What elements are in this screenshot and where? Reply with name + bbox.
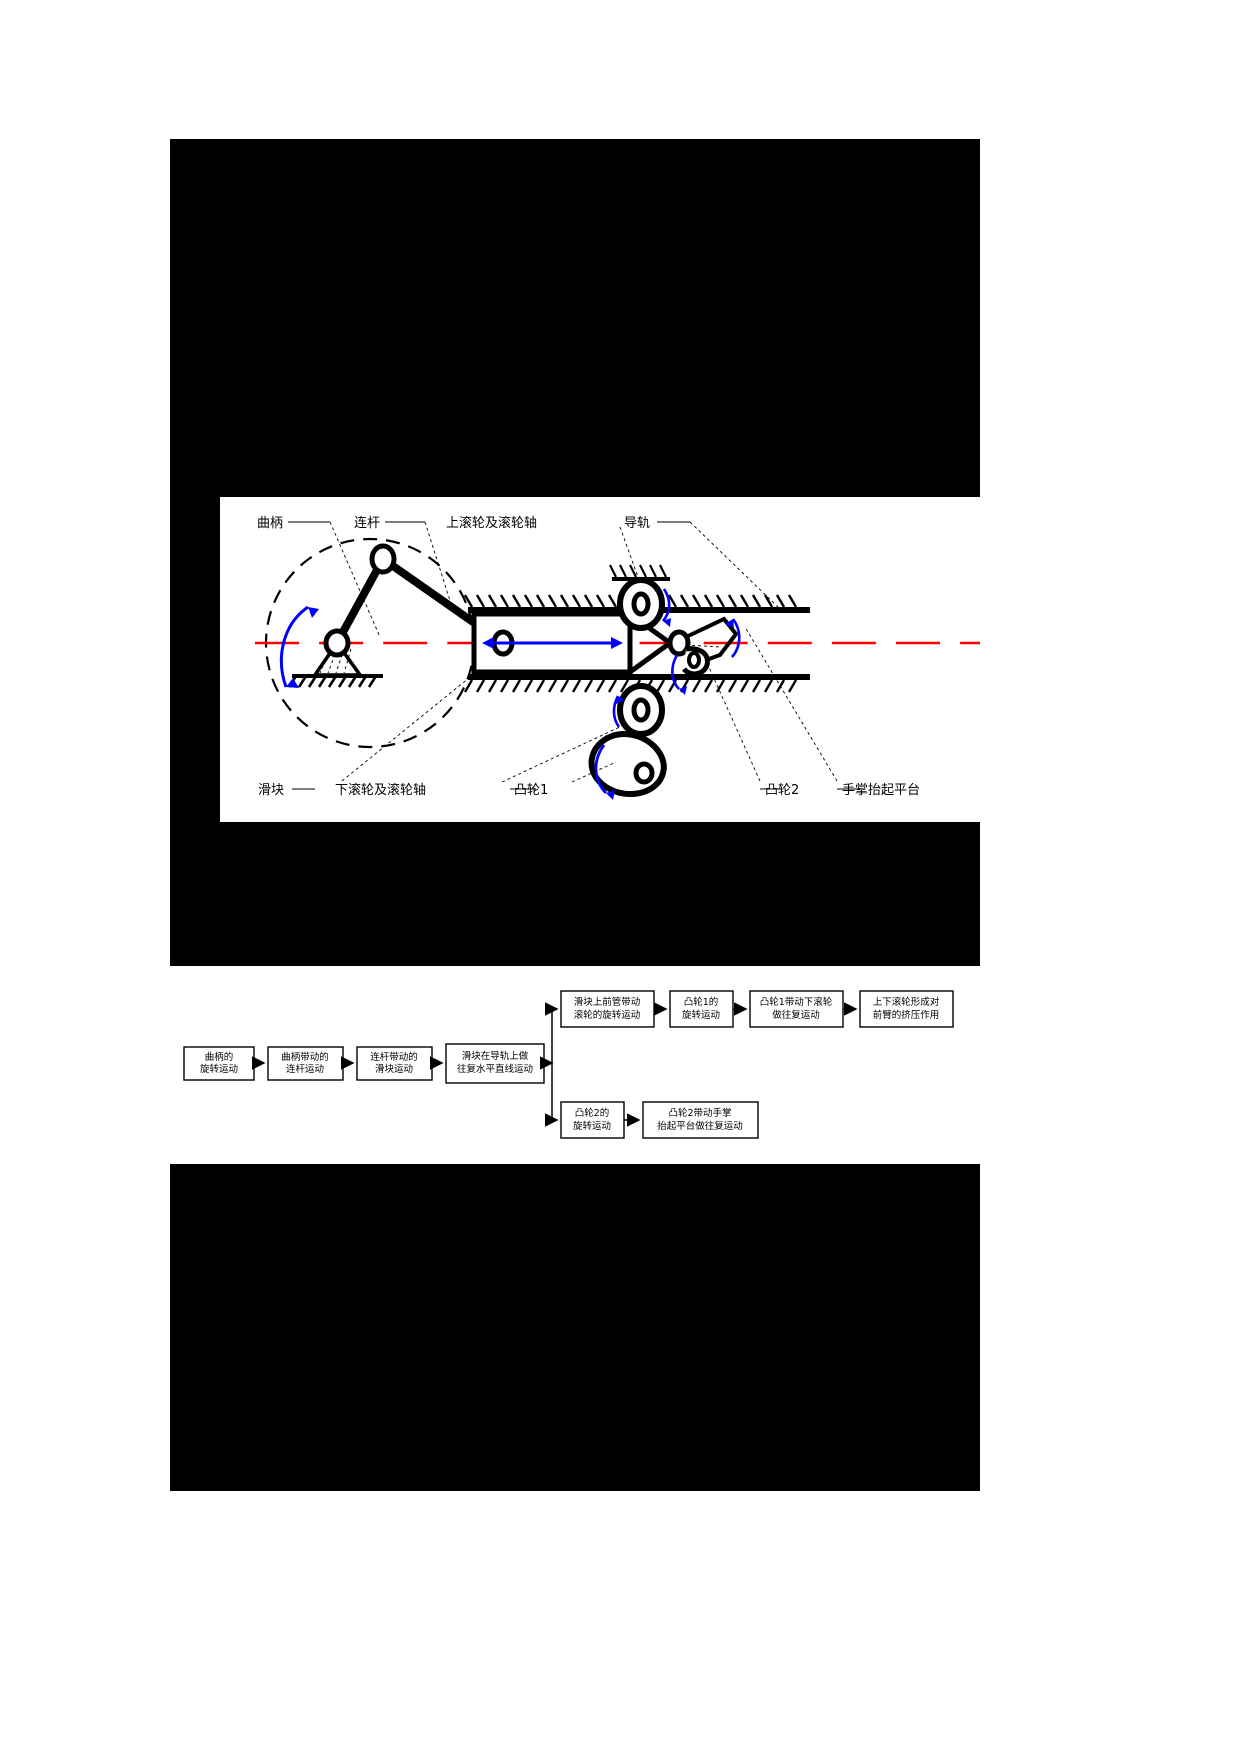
flow-node-n3: 连杆带动的 滑块运动: [356, 1046, 433, 1081]
label-upper-roller-and-shaft: 上滚轮及滚轮轴: [446, 515, 537, 531]
cam1: [588, 731, 667, 800]
flow-node-n2-line1: 曲柄带动的: [281, 1051, 329, 1063]
label-lower-roller-and-shaft: 下滚轮及滚轮轴: [335, 782, 426, 798]
flow-node-n3-line1: 连杆带动的: [370, 1051, 418, 1063]
flow-edge-n4-n5: [545, 1002, 559, 1063]
flow-node-n8: 上下滚轮形成对 前臂的挤压作用: [859, 990, 954, 1028]
flow-node-n1-line2: 旋转运动: [200, 1063, 238, 1075]
flow-node-n9-line1: 凸轮2的: [575, 1107, 610, 1119]
cam1-rotation-arrow: [594, 744, 615, 800]
flow-node-n5: 滑块上前管带动 滚轮的旋转运动: [560, 990, 655, 1028]
flow-node-n10: 凸轮2带动手掌 抬起平台做往复运动: [642, 1101, 759, 1139]
flow-edge-n4-n9: [545, 1063, 559, 1127]
crank-arm: [333, 557, 387, 645]
palm-platform-motion-arrow: [671, 654, 687, 695]
label-slider: 滑块: [258, 783, 284, 798]
cam2-shaft: [687, 651, 701, 669]
flow-node-n6-line2: 旋转运动: [682, 1009, 720, 1021]
label-cam2: 凸轮2: [765, 783, 799, 798]
flow-node-n7-line2: 做往复运动: [772, 1009, 820, 1021]
crank-pivot-joint: [323, 628, 351, 658]
crank-pin-joint: [369, 543, 397, 575]
flow-node-n1: 曲柄的 旋转运动: [183, 1046, 255, 1081]
flow-node-n2: 曲柄带动的 连杆运动: [267, 1046, 344, 1081]
leader-lines: [288, 521, 860, 790]
upper-roller-assembly: [609, 564, 671, 631]
label-palm-lift-platform: 手掌抬起平台: [842, 783, 920, 798]
flow-node-n3-line2: 滑块运动: [375, 1063, 413, 1075]
label-connecting-rod: 连杆: [354, 515, 380, 531]
crank-ground-support: [287, 639, 383, 688]
label-crank: 曲柄: [257, 516, 283, 531]
palm-lift-platform: [685, 616, 739, 665]
slider-motion-arrow: [482, 637, 623, 649]
flow-node-n9: 凸轮2的 旋转运动: [560, 1101, 625, 1139]
crank-rotation-arrow: [279, 605, 319, 688]
flow-node-n4-line2: 往复水平直线运动: [457, 1063, 533, 1075]
cam2-pivot: [667, 629, 691, 657]
mechanism-figure: 曲柄 连杆 上滚轮及滚轮轴 导轨 滑块 下滚轮及滚轮轴 凸轮1 凸轮2 手掌抬起…: [220, 497, 980, 822]
upper-roller-rotation-arrow: [661, 588, 671, 627]
lower-roller-motion-arrow: [612, 695, 625, 728]
label-guide-rail: 导轨: [624, 516, 650, 531]
flow-node-n10-line1: 凸轮2带动手掌: [668, 1107, 731, 1119]
flow-node-n5-line1: 滑块上前管带动: [574, 996, 641, 1008]
flow-node-n8-line2: 前臂的挤压作用: [873, 1009, 940, 1021]
flowchart-figure: 曲柄的 旋转运动 曲柄带动的 连杆运动 连杆带动的 滑块运动 滑块在导轨上做 往…: [170, 966, 980, 1164]
cam2-and-palm-platform: [667, 616, 741, 695]
flow-node-n6-line1: 凸轮1的: [684, 996, 719, 1008]
flow-node-n7-line1: 凸轮1带动下滚轮: [760, 996, 833, 1008]
flow-node-n1-line1: 曲柄的: [205, 1051, 234, 1063]
flow-node-n4: 滑块在导轨上做 往复水平直线运动: [445, 1043, 545, 1084]
flow-node-n7: 凸轮1带动下滚轮 做往复运动: [749, 990, 844, 1028]
flow-node-n4-line1: 滑块在导轨上做: [462, 1050, 529, 1062]
flow-node-n6: 凸轮1的 旋转运动: [669, 990, 734, 1028]
flow-node-n9-line2: 旋转运动: [573, 1120, 611, 1132]
cam2-rotation-arrow: [725, 618, 741, 658]
cam1-shaft: [633, 761, 655, 785]
lower-roller-assembly: [612, 683, 665, 737]
upper-roller-shaft: [631, 591, 651, 617]
lower-roller-shaft: [631, 697, 651, 723]
label-cam1: 凸轮1: [514, 783, 548, 798]
flow-node-n5-line2: 滚轮的旋转运动: [574, 1009, 641, 1021]
flow-node-n8-line1: 上下滚轮形成对: [873, 996, 940, 1008]
flow-node-n2-line2: 连杆运动: [286, 1063, 324, 1075]
flow-node-n10-line2: 抬起平台做往复运动: [657, 1120, 743, 1132]
flow-edges: [252, 1002, 858, 1127]
